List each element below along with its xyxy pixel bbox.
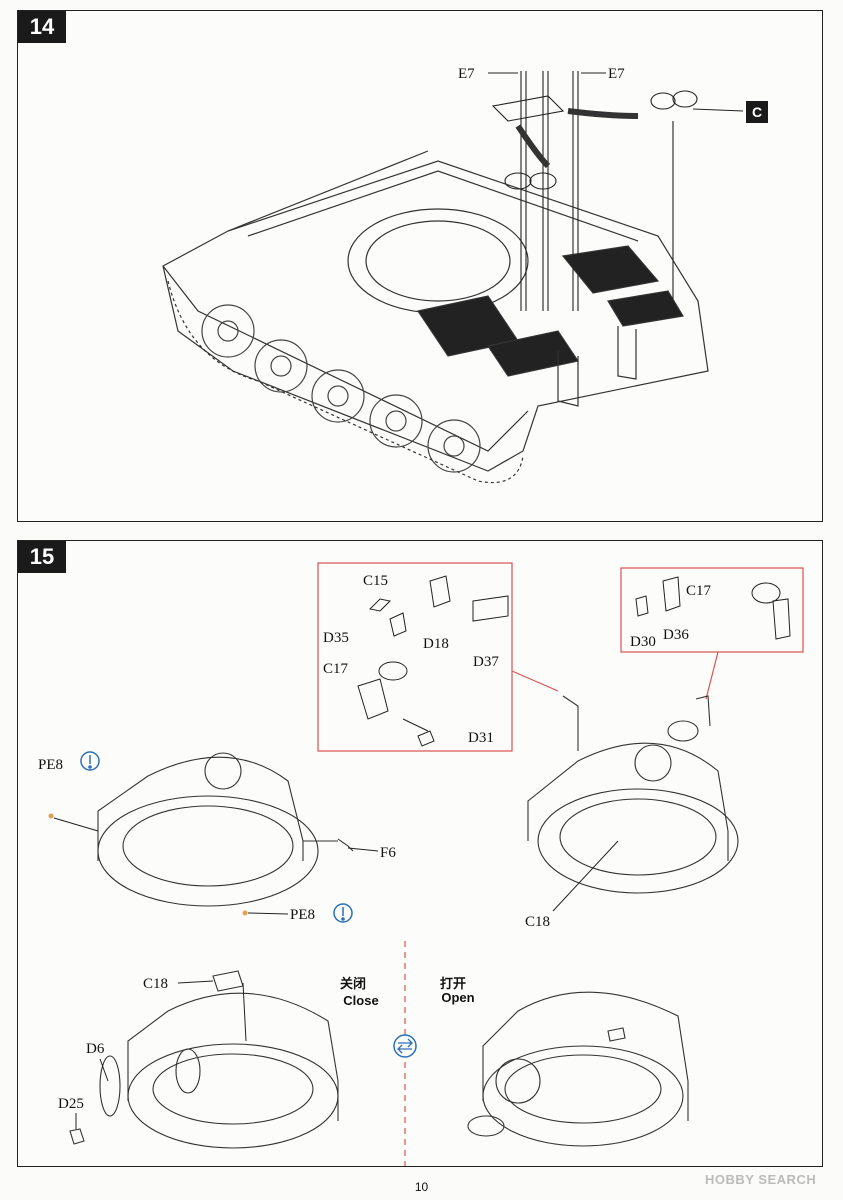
close-label-cn: 关闭 [340, 976, 366, 991]
turret-basket-illustration: C15 D35 D18 D37 C17 D31 C17 D30 D36 PE8 [38, 562, 804, 1166]
inset-left-frame [317, 562, 513, 752]
c17-left-label: C17 [323, 661, 349, 677]
d36-label: D36 [663, 627, 689, 643]
c15-label: C15 [363, 573, 388, 589]
step-14-panel: 14 [17, 10, 823, 522]
open-label-en: Open [441, 990, 474, 1005]
pe8-bottom-label: PE8 [290, 907, 315, 923]
page-number: 10 [414, 1180, 429, 1194]
d31-label: D31 [468, 730, 494, 746]
c18-lower-label: C18 [143, 976, 168, 992]
d35-label: D35 [323, 630, 349, 646]
ref-c-badge: C [752, 104, 762, 120]
swap-icon [393, 1034, 417, 1058]
e7-left-label: E7 [458, 66, 475, 82]
e7-right-label: E7 [608, 66, 625, 82]
open-label-cn: 打开 [440, 976, 466, 991]
d6-label: D6 [86, 1041, 105, 1057]
pe8-top-label: PE8 [38, 757, 63, 773]
close-label-en: Close [343, 993, 378, 1008]
d37-label: D37 [473, 654, 499, 670]
d30-label: D30 [630, 634, 656, 650]
tank-hull-illustration: E7 E7 C [162, 66, 768, 484]
step-14-badge: 14 [18, 11, 66, 43]
f6-label: F6 [380, 845, 396, 861]
d25-label: D25 [58, 1096, 84, 1112]
d18-label: D18 [423, 636, 449, 652]
watermark: HOBBY SEARCH [705, 1172, 817, 1187]
inset-right-frame [620, 567, 804, 653]
step-15-badge: 15 [18, 541, 66, 573]
c17-right-label: C17 [686, 583, 712, 599]
c18-right-label: C18 [525, 914, 550, 930]
step-15-panel: 15 C15 D35 D18 D37 C17 D31 C17 [17, 540, 823, 1167]
